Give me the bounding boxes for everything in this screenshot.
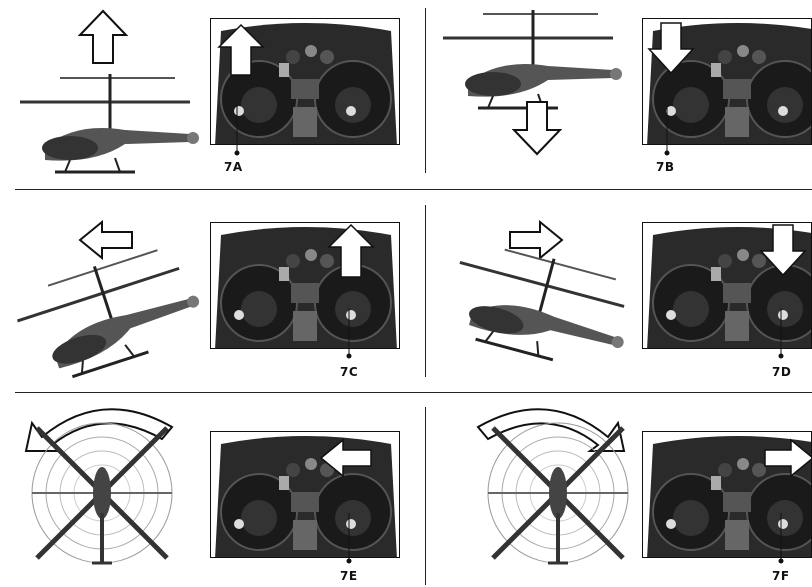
left-arrow-icon xyxy=(78,220,133,260)
panel-7e: 7E xyxy=(0,393,425,587)
arrow-right-icon xyxy=(764,438,811,478)
arrow-up-icon xyxy=(217,23,265,76)
callout-line xyxy=(346,513,352,564)
panel-7f: 7F xyxy=(426,393,812,587)
callout-line xyxy=(234,105,240,156)
helicopter-top-view-image xyxy=(22,413,182,573)
callout-line xyxy=(664,105,670,156)
remote-controller-image xyxy=(210,222,400,349)
column-divider-middle xyxy=(425,205,426,377)
panel-7c: 7C xyxy=(0,190,425,392)
panel-label: 7E xyxy=(340,569,358,583)
arrow-left-icon xyxy=(319,438,372,478)
rotate-left-arrow-icon xyxy=(24,408,174,452)
panel-7d: 7D xyxy=(426,190,812,392)
remote-controller-image xyxy=(210,18,400,145)
row-divider-1 xyxy=(15,189,812,190)
up-arrow-icon xyxy=(78,9,128,64)
remote-controller-image xyxy=(642,222,812,349)
down-arrow-icon xyxy=(512,101,562,156)
panel-label: 7A xyxy=(224,160,243,174)
arrow-down-icon xyxy=(647,22,695,75)
helicopter-image xyxy=(7,237,211,389)
callout-line xyxy=(778,308,784,359)
panel-label: 7D xyxy=(772,365,792,379)
remote-controller-image xyxy=(210,431,400,558)
panel-7b: 7B xyxy=(426,0,812,189)
helicopter-image xyxy=(441,8,624,110)
helicopter-image xyxy=(18,72,201,174)
callout-line xyxy=(778,513,784,564)
column-divider-bottom xyxy=(425,407,426,585)
rotate-right-arrow-icon xyxy=(476,408,626,452)
helicopter-top-view-image xyxy=(478,413,638,573)
right-arrow-icon xyxy=(509,220,564,260)
arrow-up-icon xyxy=(327,223,375,278)
column-divider-top xyxy=(425,8,426,173)
remote-controller-image xyxy=(642,431,812,558)
callout-line xyxy=(346,308,352,359)
panel-7a: 7A xyxy=(0,0,425,189)
panel-label: 7F xyxy=(772,569,790,583)
panel-label: 7B xyxy=(656,160,675,174)
panel-label: 7C xyxy=(340,365,359,379)
helicopter-image xyxy=(440,233,642,378)
arrow-down-icon xyxy=(759,224,807,277)
row-divider-2 xyxy=(15,392,812,393)
